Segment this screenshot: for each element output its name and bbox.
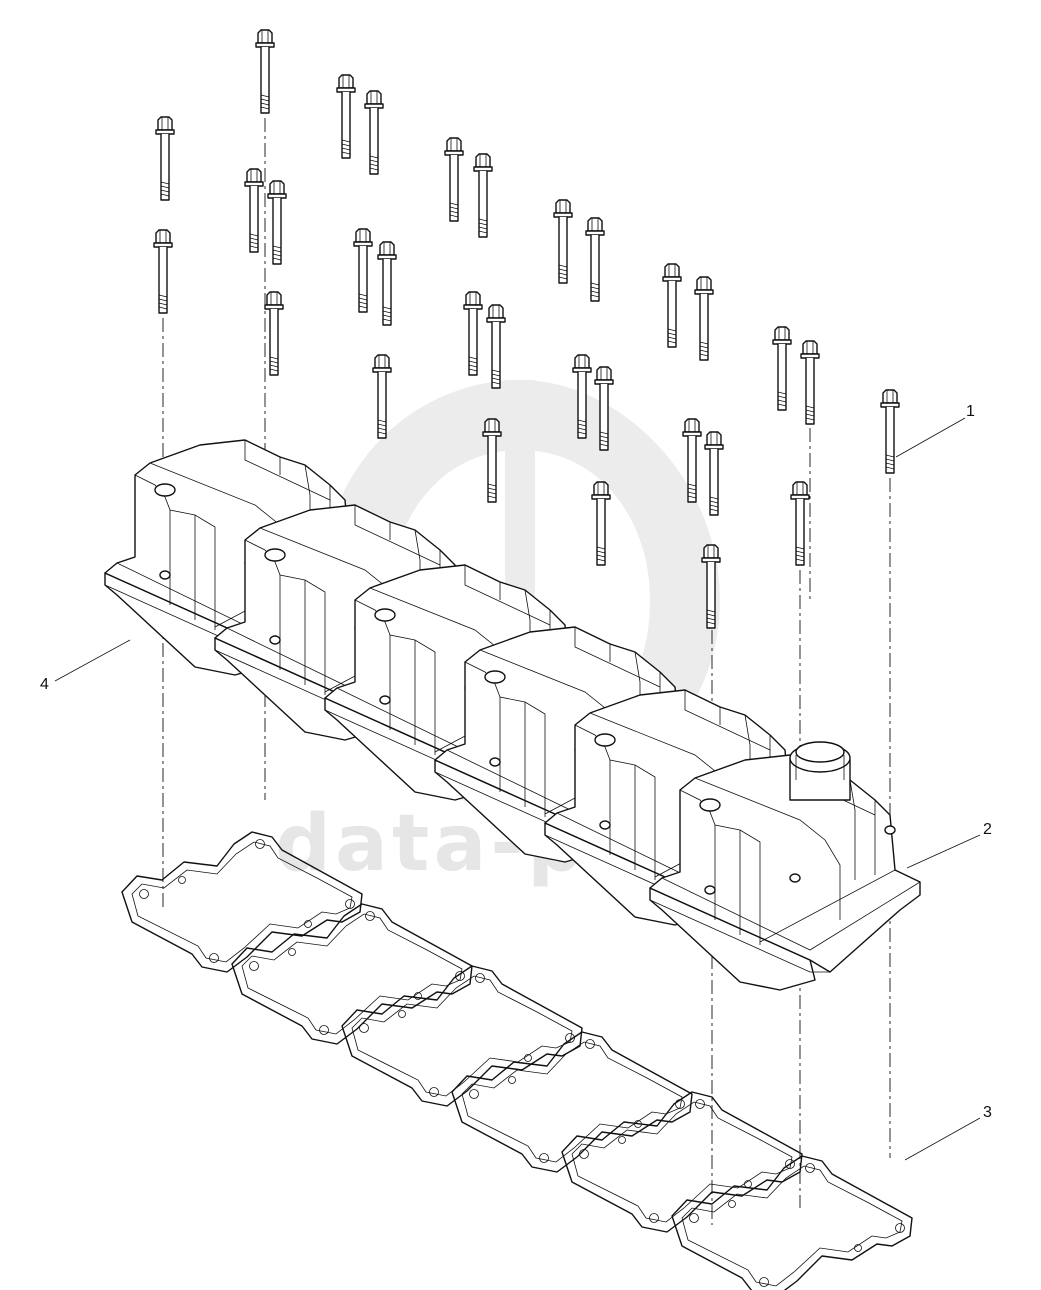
- bolt[interactable]: [155, 116, 175, 201]
- bolt[interactable]: [255, 29, 275, 114]
- callout-2: 2: [906, 821, 992, 869]
- bolt[interactable]: [372, 354, 392, 439]
- bolt[interactable]: [772, 326, 792, 411]
- gasket-5[interactable]: [561, 1091, 803, 1233]
- callout-4: 4: [40, 639, 131, 693]
- bolt[interactable]: [353, 228, 373, 313]
- gasket-3[interactable]: [341, 965, 583, 1107]
- callout-label-2: 2: [983, 821, 992, 838]
- bolt[interactable]: [364, 90, 384, 175]
- bolt[interactable]: [377, 241, 397, 326]
- bolt[interactable]: [486, 304, 506, 389]
- bolt[interactable]: [553, 199, 573, 284]
- bolt[interactable]: [800, 340, 820, 425]
- bolt[interactable]: [244, 168, 264, 253]
- bolt[interactable]: [153, 229, 173, 314]
- bolt[interactable]: [585, 217, 605, 302]
- valve-cover-stack: [104, 439, 921, 991]
- gasket-2[interactable]: [231, 903, 473, 1045]
- valve-cover-with-filler-cap[interactable]: [649, 741, 921, 991]
- callout-label-3: 3: [983, 1104, 992, 1121]
- bolt[interactable]: [662, 263, 682, 348]
- bolt[interactable]: [790, 481, 810, 566]
- bolt[interactable]: [880, 389, 900, 474]
- bolt[interactable]: [694, 276, 714, 361]
- callout-3: 3: [904, 1104, 992, 1161]
- bolt[interactable]: [591, 481, 611, 566]
- callout-label-1: 1: [966, 403, 975, 420]
- callout-label-4: 4: [40, 676, 49, 693]
- bolt[interactable]: [473, 153, 493, 238]
- callout-1: 1: [895, 403, 975, 458]
- gasket-4[interactable]: [451, 1031, 693, 1173]
- bolt[interactable]: [336, 74, 356, 159]
- bolt[interactable]: [704, 431, 724, 516]
- bolt[interactable]: [264, 291, 284, 376]
- bolt[interactable]: [444, 137, 464, 222]
- bolt[interactable]: [482, 418, 502, 503]
- bolt[interactable]: [463, 291, 483, 376]
- bolt[interactable]: [267, 180, 287, 265]
